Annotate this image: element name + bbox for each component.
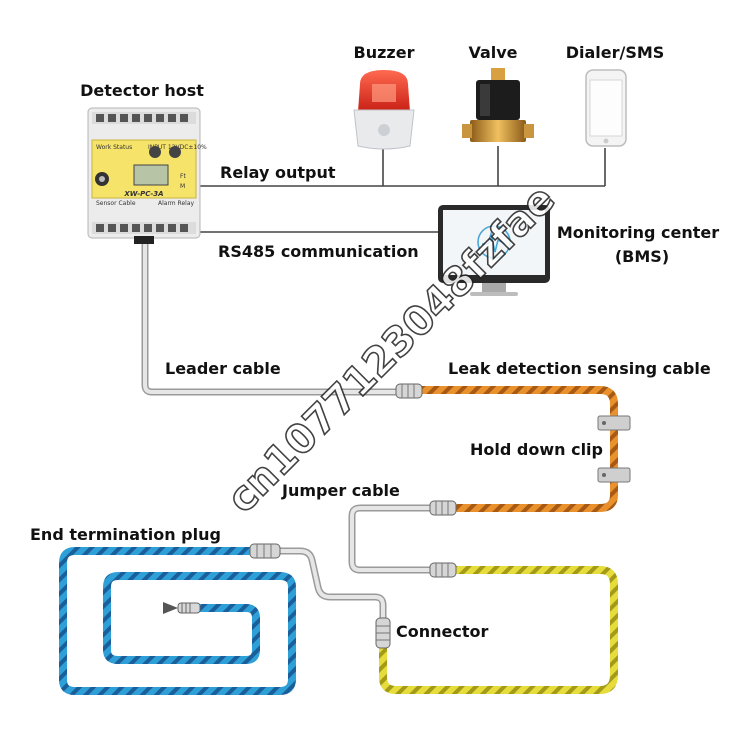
blue-sensing-cable — [59, 547, 296, 695]
bms-label: (BMS) — [615, 247, 669, 266]
sensor-cable-text: Sensor Cable — [96, 200, 136, 207]
connector-yellow-link — [375, 617, 391, 649]
hold-down-clip-label: Hold down clip — [470, 440, 603, 459]
work-status-text: Work Status — [96, 144, 132, 151]
valve-icon — [462, 68, 534, 142]
connector-jumper-yellow — [429, 562, 457, 578]
buzzer-label: Buzzer — [354, 43, 415, 62]
jumper-cable — [348, 504, 432, 574]
leak-sensing-cable — [420, 386, 618, 512]
ft-unit-text: Ft — [180, 173, 186, 180]
monitor-icon — [438, 205, 550, 296]
detector-host-label: Detector host — [80, 81, 204, 100]
leak-cable-label: Leak detection sensing cable — [448, 359, 711, 378]
alarm-relay-text: Alarm Relay — [158, 200, 194, 207]
valve-label: Valve — [468, 43, 517, 62]
rs485-label: RS485 communication — [218, 242, 419, 261]
jumper-cable-label: Jumper cable — [281, 481, 400, 500]
yellow-sensing-cable — [379, 566, 618, 694]
leader-cable-label: Leader cable — [165, 359, 281, 378]
relay-output-wiring — [200, 146, 606, 187]
buzzer-icon — [353, 70, 415, 150]
phone-icon — [585, 69, 627, 147]
watermark: cn1077123048fzfae — [219, 176, 565, 522]
connector-label: Connector — [396, 622, 488, 641]
dialer-label: Dialer/SMS — [566, 43, 665, 62]
hold-down-clip-lower — [597, 467, 631, 483]
detector-host-device: Work Status INPUT 12VDC±10% Ft M Sensor … — [87, 107, 207, 244]
end-plug-label: End termination plug — [30, 525, 221, 544]
m-unit-text: M — [180, 183, 185, 190]
hold-down-clip-upper — [597, 415, 631, 431]
relay-output-label: Relay output — [220, 163, 336, 182]
connector-link-blue — [249, 543, 281, 559]
device-model-text: XW-PC-3A — [123, 190, 163, 198]
connector-orange-jumper — [429, 500, 457, 516]
end-termination-plug — [163, 602, 201, 614]
connector-leader-orange — [395, 383, 423, 399]
monitoring-center-label: Monitoring center — [557, 223, 719, 242]
